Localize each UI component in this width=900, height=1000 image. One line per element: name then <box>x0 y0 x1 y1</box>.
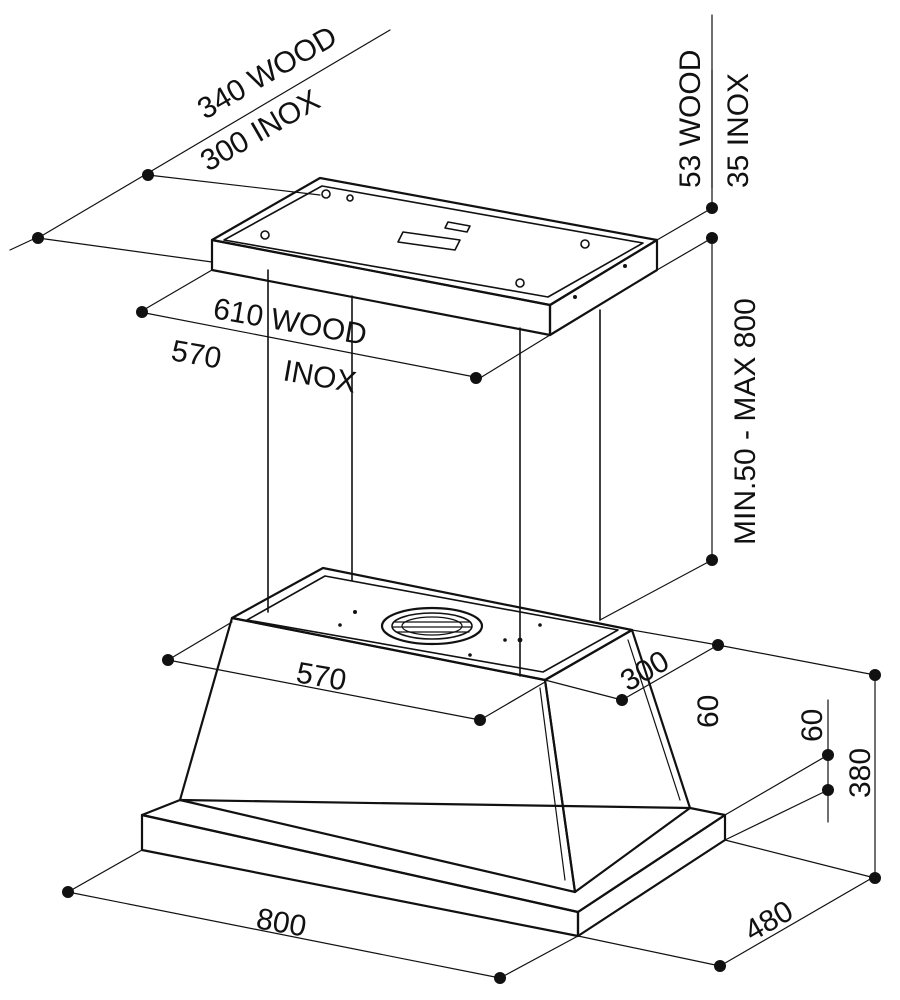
dim-point <box>470 372 482 384</box>
label-chimney-depth: 300 <box>615 644 675 698</box>
dim-point <box>869 669 881 681</box>
label-top-width-inox: INOX <box>281 354 359 399</box>
plate-label <box>397 231 461 251</box>
label-top-height-inox: 35 INOX <box>722 73 755 188</box>
screw-hole <box>346 194 354 202</box>
rivet <box>338 623 342 627</box>
screw-hole <box>515 278 525 288</box>
dim-point <box>869 872 881 884</box>
ext-line <box>479 681 546 721</box>
screw-hole <box>580 239 590 249</box>
dim-point <box>32 232 44 244</box>
ext-line <box>147 174 321 196</box>
dim-line <box>719 877 873 967</box>
fan-grille-outer <box>380 606 484 646</box>
ext-line <box>724 754 829 816</box>
fan-grille-ring <box>391 612 473 640</box>
dim-line <box>167 659 481 721</box>
hood-top-inner <box>246 575 619 673</box>
dim-point <box>474 714 486 726</box>
plate-clip <box>444 221 471 233</box>
dimension-lines <box>9 14 881 984</box>
dim-point <box>142 169 154 181</box>
ext-line <box>724 789 829 841</box>
dim-line <box>139 311 481 379</box>
plate-top-rim <box>223 185 644 298</box>
ext-line <box>167 621 233 661</box>
label-hood-width: 800 <box>254 902 309 943</box>
label-total-height: 380 <box>844 748 877 798</box>
ext-line <box>656 207 713 241</box>
dim-line <box>67 891 501 979</box>
ext-line <box>599 559 713 621</box>
hood-front-face <box>178 616 577 894</box>
screw-hole <box>260 230 270 240</box>
label-chimney-height: 60 <box>692 695 725 728</box>
rivet <box>573 295 577 299</box>
ext-line <box>37 237 213 263</box>
ext-line <box>577 935 721 967</box>
dimension-labels: 340 WOOD 300 INOX 53 WOOD 35 INOX 610 WO… <box>169 20 877 948</box>
ext-line <box>724 839 876 879</box>
ext-line <box>499 935 579 979</box>
ext-line <box>479 334 551 379</box>
rivet <box>517 637 523 643</box>
rivet <box>468 653 472 657</box>
rivet <box>538 623 542 627</box>
screw-hole <box>321 189 331 199</box>
plate-top-face <box>210 176 659 307</box>
dim-point <box>136 306 148 318</box>
hood-edge <box>539 687 566 881</box>
dim-point <box>706 554 718 566</box>
rivet <box>503 638 507 642</box>
ext-line <box>631 629 719 646</box>
dim-line <box>621 644 719 701</box>
rivet <box>623 264 627 268</box>
label-chimney-width: 570 <box>294 656 349 697</box>
label-telescopic-height: MIN.50 - MAX 800 <box>729 298 762 545</box>
ext-line <box>544 679 623 701</box>
dim-line <box>37 29 391 239</box>
dim-point <box>706 202 718 214</box>
dim-point <box>714 960 726 972</box>
hood-top-face <box>230 566 634 682</box>
label-hood-depth: 480 <box>739 894 799 948</box>
ext-line <box>717 644 876 676</box>
hood-edge <box>627 639 681 801</box>
ext-line <box>139 269 213 313</box>
label-top-width-wood: 610 WOOD <box>211 292 369 351</box>
dim-point <box>162 654 174 666</box>
label-top-height-wood: 53 WOOD <box>674 50 707 188</box>
flange-side-face <box>576 813 727 938</box>
label-flange-height: 60 <box>796 709 829 742</box>
dim-point <box>822 784 834 796</box>
fan-grille-inner <box>401 616 463 636</box>
dim-point <box>494 972 506 984</box>
flange-top-face <box>140 798 727 914</box>
dim-point <box>822 749 834 761</box>
telescopic-rods <box>267 269 601 677</box>
ext-line <box>67 849 143 893</box>
dim-point <box>62 886 74 898</box>
dim-point <box>616 694 628 706</box>
flange-front-face <box>140 813 580 938</box>
label-top-width-inox-value: 570 <box>169 334 224 375</box>
ext-line <box>656 237 713 271</box>
rivet <box>353 610 357 614</box>
